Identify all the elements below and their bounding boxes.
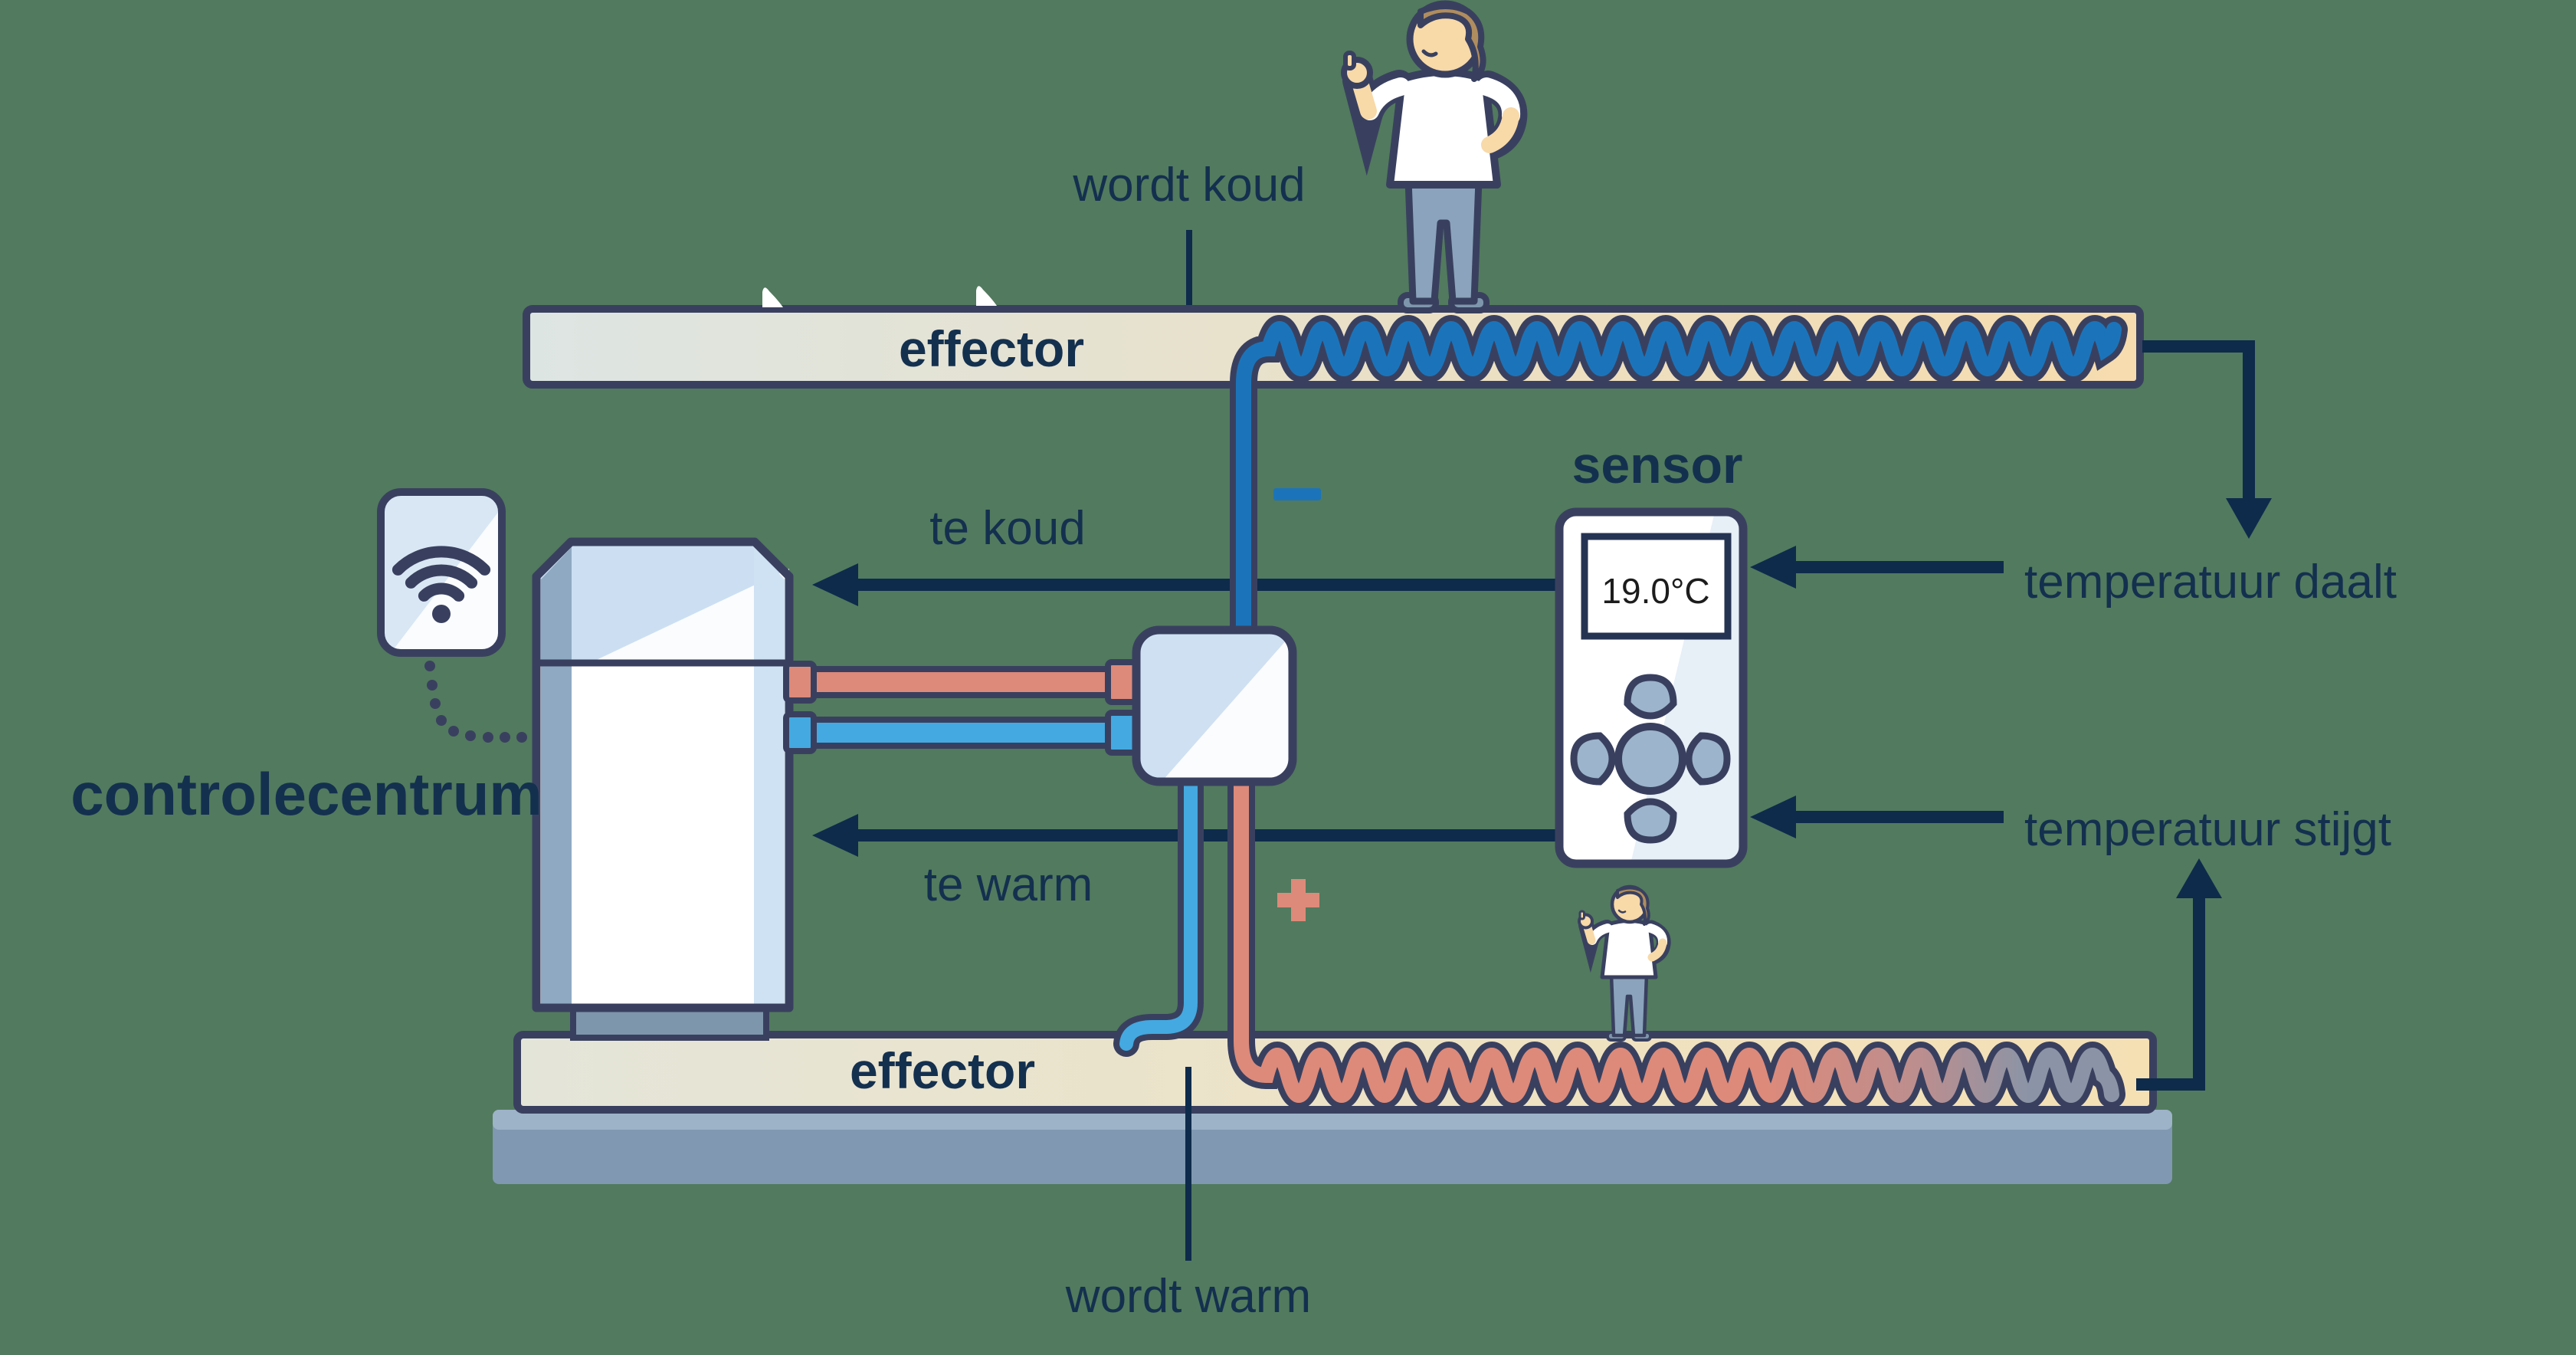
pipes-tank-junction	[783, 659, 1142, 756]
arrowhead-up-icon	[2176, 858, 2222, 898]
sensor-device: 19.0°C	[1555, 507, 1748, 868]
label-temperatuur-stijgt: temperatuur stijgt	[2024, 803, 2391, 856]
fin-icon	[762, 286, 997, 307]
arrowhead-down-icon	[2226, 498, 2272, 539]
label-te-warm: te warm	[924, 858, 1093, 911]
sensor-screen	[1581, 533, 1732, 640]
label-effector-bottom: effector	[850, 1042, 1035, 1099]
arrowhead-left-stijgt-icon	[1750, 796, 1796, 838]
arrow-line-bottom-right	[2136, 892, 2205, 1091]
cold-tube	[1230, 315, 2128, 651]
wifi-icon	[392, 546, 491, 623]
floor-platform	[493, 1110, 2172, 1184]
control-center-tank	[532, 537, 794, 1041]
label-sensor: sensor	[1572, 436, 1743, 494]
arrowhead-left-te-koud-icon	[812, 563, 858, 606]
cold-return-tube	[1113, 763, 1204, 1057]
arrowhead-left-te-warm-icon	[812, 814, 858, 857]
sensor-temperature: 19.0°C	[1601, 571, 1709, 611]
arrow-line-top-right	[2142, 340, 2255, 506]
sensor-dpad	[1574, 678, 1727, 840]
minus-icon	[1273, 488, 1321, 500]
arrowhead-left-daalt-icon	[1750, 546, 1796, 589]
label-temperatuur-daalt: temperatuur daalt	[2024, 556, 2397, 609]
label-wordt-koud: wordt koud	[1072, 159, 1305, 212]
label-wordt-warm: wordt warm	[1065, 1270, 1311, 1323]
label-effector-top: effector	[899, 320, 1084, 377]
junction-box	[1132, 625, 1297, 786]
label-controlecentrum: controlecentrum	[70, 760, 542, 828]
wifi-module	[377, 488, 506, 657]
plus-icon	[1277, 879, 1319, 921]
warm-tube	[1227, 762, 2125, 1109]
label-te-koud: te koud	[929, 502, 1085, 555]
